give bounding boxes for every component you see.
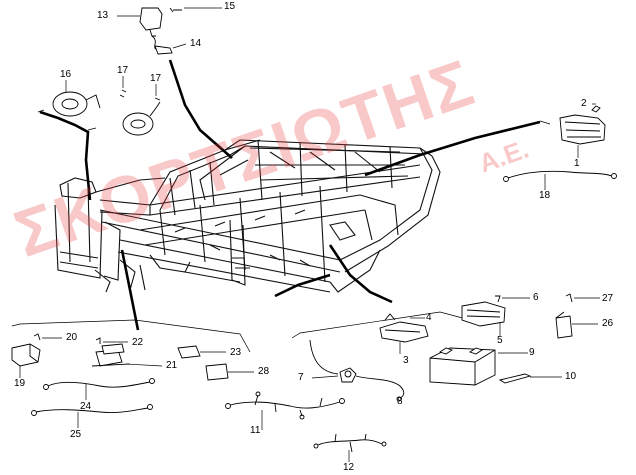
callout-25: 25 xyxy=(70,429,82,440)
callout-7: 7 xyxy=(298,372,304,383)
callout-4: 4 xyxy=(426,312,432,323)
relay-box-assembly xyxy=(503,103,617,190)
vehicle-frame xyxy=(54,139,441,293)
callout-17-right: 17 xyxy=(150,73,162,84)
callout-5: 5 xyxy=(497,335,503,346)
group-indicator-lines xyxy=(39,59,541,331)
wiring-harness-assembly xyxy=(225,391,387,462)
battery-assembly xyxy=(429,347,562,386)
callout-14: 14 xyxy=(190,38,202,49)
switch-assembly xyxy=(117,7,222,55)
callout-23: 23 xyxy=(230,347,242,358)
callout-9: 9 xyxy=(529,347,535,358)
callout-17-left: 17 xyxy=(117,65,129,76)
callout-11: 11 xyxy=(250,425,261,436)
sensor-cable-assembly xyxy=(309,339,405,402)
callout-1: 1 xyxy=(574,158,580,169)
callout-24: 24 xyxy=(80,401,92,412)
callout-13: 13 xyxy=(97,10,109,21)
callout-18: 18 xyxy=(539,190,551,201)
callout-21: 21 xyxy=(166,360,178,371)
callout-27: 27 xyxy=(602,293,614,304)
horn-assembly xyxy=(52,76,161,136)
callout-20: 20 xyxy=(66,332,78,343)
bracket-assembly xyxy=(555,293,600,339)
callout-22: 22 xyxy=(132,337,144,348)
callout-6: 6 xyxy=(533,292,539,303)
callout-28: 28 xyxy=(258,366,270,377)
callout-16: 16 xyxy=(60,69,72,80)
ecu-module-assembly xyxy=(379,295,530,354)
callout-12: 12 xyxy=(343,462,355,473)
lower-left-electrical-group xyxy=(11,333,254,428)
callout-8: 8 xyxy=(397,396,403,407)
callout-26: 26 xyxy=(602,318,614,329)
callout-2: 2 xyxy=(581,98,587,109)
group-brackets xyxy=(11,109,551,353)
callout-15: 15 xyxy=(224,1,236,12)
callout-10: 10 xyxy=(565,371,577,382)
callout-19: 19 xyxy=(14,378,26,389)
callout-3: 3 xyxy=(403,355,409,366)
